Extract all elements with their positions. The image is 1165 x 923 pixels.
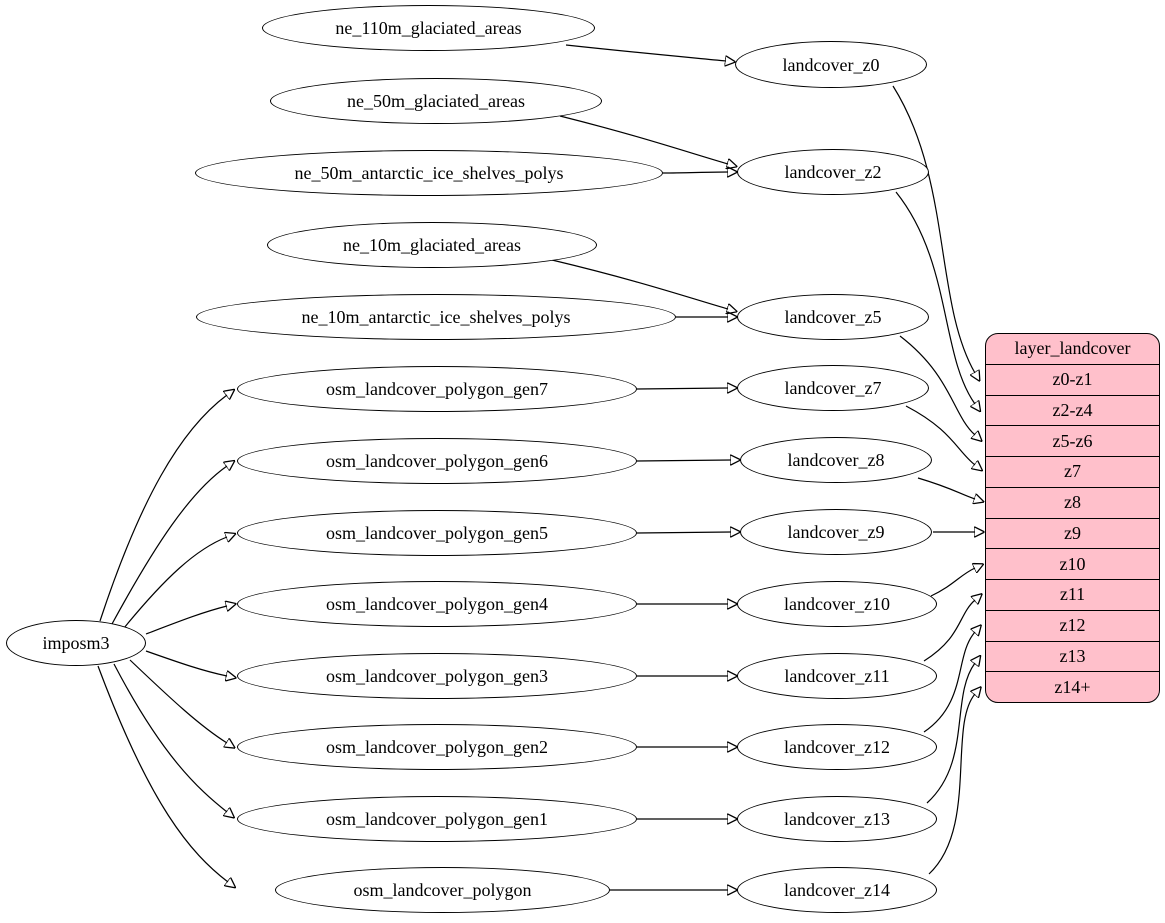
edge-ne-110m-glaciated-areas-to-landcover-z0: [565, 44, 726, 61]
edge-imposm3-to-osm-landcover-polygon-gen6: [111, 466, 227, 625]
edge-landcover-z0-to-row-z0-z1: [892, 85, 975, 373]
node-landcover-z7: landcover_z7: [737, 365, 929, 411]
node-landcover-z9: landcover_z9: [740, 509, 932, 555]
record-row-z14plus: z14+: [986, 671, 1159, 702]
node-ne-110m-glaciated-areas: ne_110m_glaciated_areas: [262, 5, 595, 51]
node-landcover-z12: landcover_z12: [737, 724, 937, 770]
node-ne-10m-antarctic-ice-shelves-polys: ne_10m_antarctic_ice_shelves_polys: [196, 294, 676, 340]
node-landcover-z11: landcover_z11: [737, 653, 937, 699]
record-row-z11: z11: [986, 579, 1159, 610]
node-osm-landcover-polygon-gen6: osm_landcover_polygon_gen6: [237, 438, 637, 484]
edge-imposm3-to-osm-landcover-polygon-gen5: [123, 537, 227, 629]
node-osm-landcover-polygon-gen1: osm_landcover_polygon_gen1: [237, 796, 637, 842]
node-ne-50m-glaciated-areas: ne_50m_glaciated_areas: [270, 78, 602, 124]
node-osm-landcover-polygon: osm_landcover_polygon: [275, 867, 610, 913]
edge-ne-50m-antarctic-ice-shelves-polys-to-landcover-z2: [662, 172, 728, 173]
edge-landcover-z5-to-row-z5-z6: [899, 335, 975, 435]
record-row-z8: z8: [986, 486, 1159, 518]
node-landcover-z2: landcover_z2: [737, 149, 929, 195]
record-row-z7: z7: [986, 456, 1159, 487]
node-landcover-z8: landcover_z8: [740, 437, 932, 483]
record-row-z13: z13: [986, 640, 1159, 672]
record-row-z5-z6: z5-z6: [986, 425, 1159, 456]
node-osm-landcover-polygon-gen3: osm_landcover_polygon_gen3: [237, 653, 637, 699]
edge-osm-landcover-polygon-gen7-to-landcover-z7: [636, 388, 728, 389]
node-ne-50m-antarctic-ice-shelves-polys: ne_50m_antarctic_ice_shelves_polys: [195, 150, 663, 196]
edge-osm-landcover-polygon-gen5-to-landcover-z9: [636, 532, 731, 533]
node-osm-landcover-polygon-gen4: osm_landcover_polygon_gen4: [237, 581, 637, 627]
node-imposm3: imposm3: [6, 620, 146, 666]
node-landcover-z0: landcover_z0: [735, 41, 927, 88]
edge-landcover-z12-to-row-z12: [923, 632, 975, 733]
record-row-z0-z1: z0-z1: [986, 363, 1159, 395]
record-row-z12: z12: [986, 609, 1159, 641]
edge-landcover-z10-to-row-z10: [930, 568, 975, 597]
edge-ne-10m-glaciated-areas-to-landcover-z5: [551, 259, 728, 309]
edge-imposm3-to-osm-landcover-polygon-gen2: [129, 659, 227, 743]
edge-landcover-z14-to-row-z14plus: [928, 694, 975, 875]
record-layer-landcover: layer_landcover z0-z1 z2-z4 z5-z6 z7 z8 …: [985, 333, 1160, 703]
node-osm-landcover-polygon-gen7: osm_landcover_polygon_gen7: [237, 366, 637, 412]
record-row-z9: z9: [986, 517, 1159, 549]
edge-landcover-z11-to-row-z11: [923, 600, 975, 662]
edge-landcover-z2-to-row-z2-z4: [895, 191, 975, 404]
edge-landcover-z8-to-row-z8: [917, 477, 975, 499]
edge-imposm3-to-osm-landcover-polygon-gen4: [145, 606, 227, 635]
node-osm-landcover-polygon-gen5: osm_landcover_polygon_gen5: [237, 510, 637, 556]
edge-osm-landcover-polygon-gen6-to-landcover-z8: [636, 460, 731, 461]
node-landcover-z5: landcover_z5: [737, 294, 929, 340]
node-ne-10m-glaciated-areas: ne_10m_glaciated_areas: [267, 222, 597, 268]
node-landcover-z10: landcover_z10: [737, 581, 937, 627]
node-landcover-z13: landcover_z13: [737, 796, 937, 842]
edge-imposm3-to-osm-landcover-polygon-gen1: [113, 663, 227, 812]
record-row-z2-z4: z2-z4: [986, 394, 1159, 426]
record-row-z10: z10: [986, 548, 1159, 579]
node-landcover-z14: landcover_z14: [737, 867, 937, 913]
edge-imposm3-to-osm-landcover-polygon: [97, 665, 228, 882]
edge-landcover-z13-to-row-z13: [926, 663, 975, 804]
edge-ne-50m-glaciated-areas-to-landcover-z2: [559, 115, 728, 164]
node-osm-landcover-polygon-gen2: osm_landcover_polygon_gen2: [237, 724, 637, 770]
edge-imposm3-to-osm-landcover-polygon-gen3: [145, 650, 227, 676]
record-title: layer_landcover: [1014, 338, 1131, 359]
edge-landcover-z7-to-row-z7: [905, 405, 975, 465]
edge-imposm3-to-osm-landcover-polygon-gen7: [99, 395, 227, 622]
